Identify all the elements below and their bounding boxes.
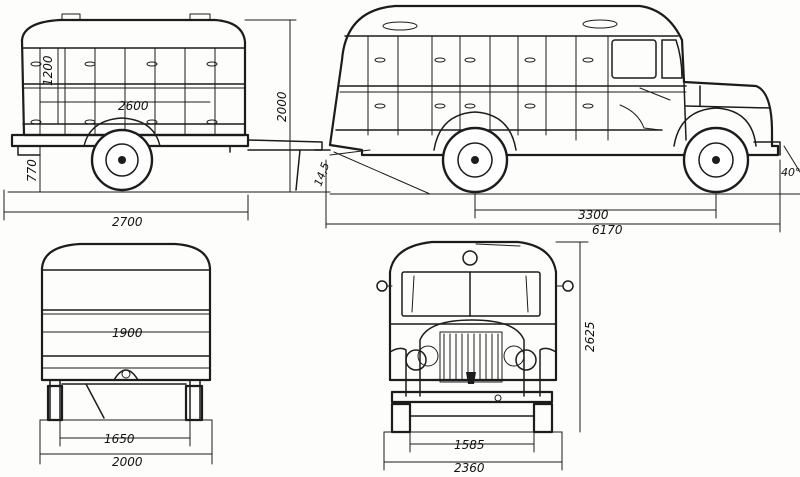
trailer-side-view <box>7 13 331 193</box>
trailer-overall-height-dim: 2000 <box>275 91 289 122</box>
bus-front-dimensions: 2625 1585 2360 <box>383 241 597 475</box>
bus-width-dim: 2360 <box>454 461 485 475</box>
trailer-rear-view <box>39 242 213 422</box>
trailer-body-height-dim: 1200 <box>41 55 55 86</box>
bus-height-dim: 2625 <box>583 321 597 352</box>
trailer-floor-height-dim: 770 <box>25 159 39 182</box>
bus-front-view <box>376 240 574 434</box>
approach-angle-dim: 40° <box>781 166 800 179</box>
trailer-track-dim: 1650 <box>104 432 135 446</box>
bus-side-view <box>328 4 800 195</box>
trailer-length-dim: 2700 <box>112 215 143 229</box>
trailer-body-length-dim: 2600 <box>118 99 149 113</box>
bus-length-dim: 6170 <box>592 223 623 237</box>
hitch-height-dim: 14,5 <box>312 161 333 188</box>
bus-side-dimensions: 3300 6170 40° <box>325 145 800 237</box>
wheelbase-dim: 3300 <box>578 208 609 222</box>
trailer-rear-dimensions: 1900 1650 2000 <box>39 326 213 469</box>
trailer-body-width-dim: 1900 <box>112 326 143 340</box>
bus-track-dim: 1585 <box>454 438 485 452</box>
trailer-width-dim: 2000 <box>112 455 143 469</box>
